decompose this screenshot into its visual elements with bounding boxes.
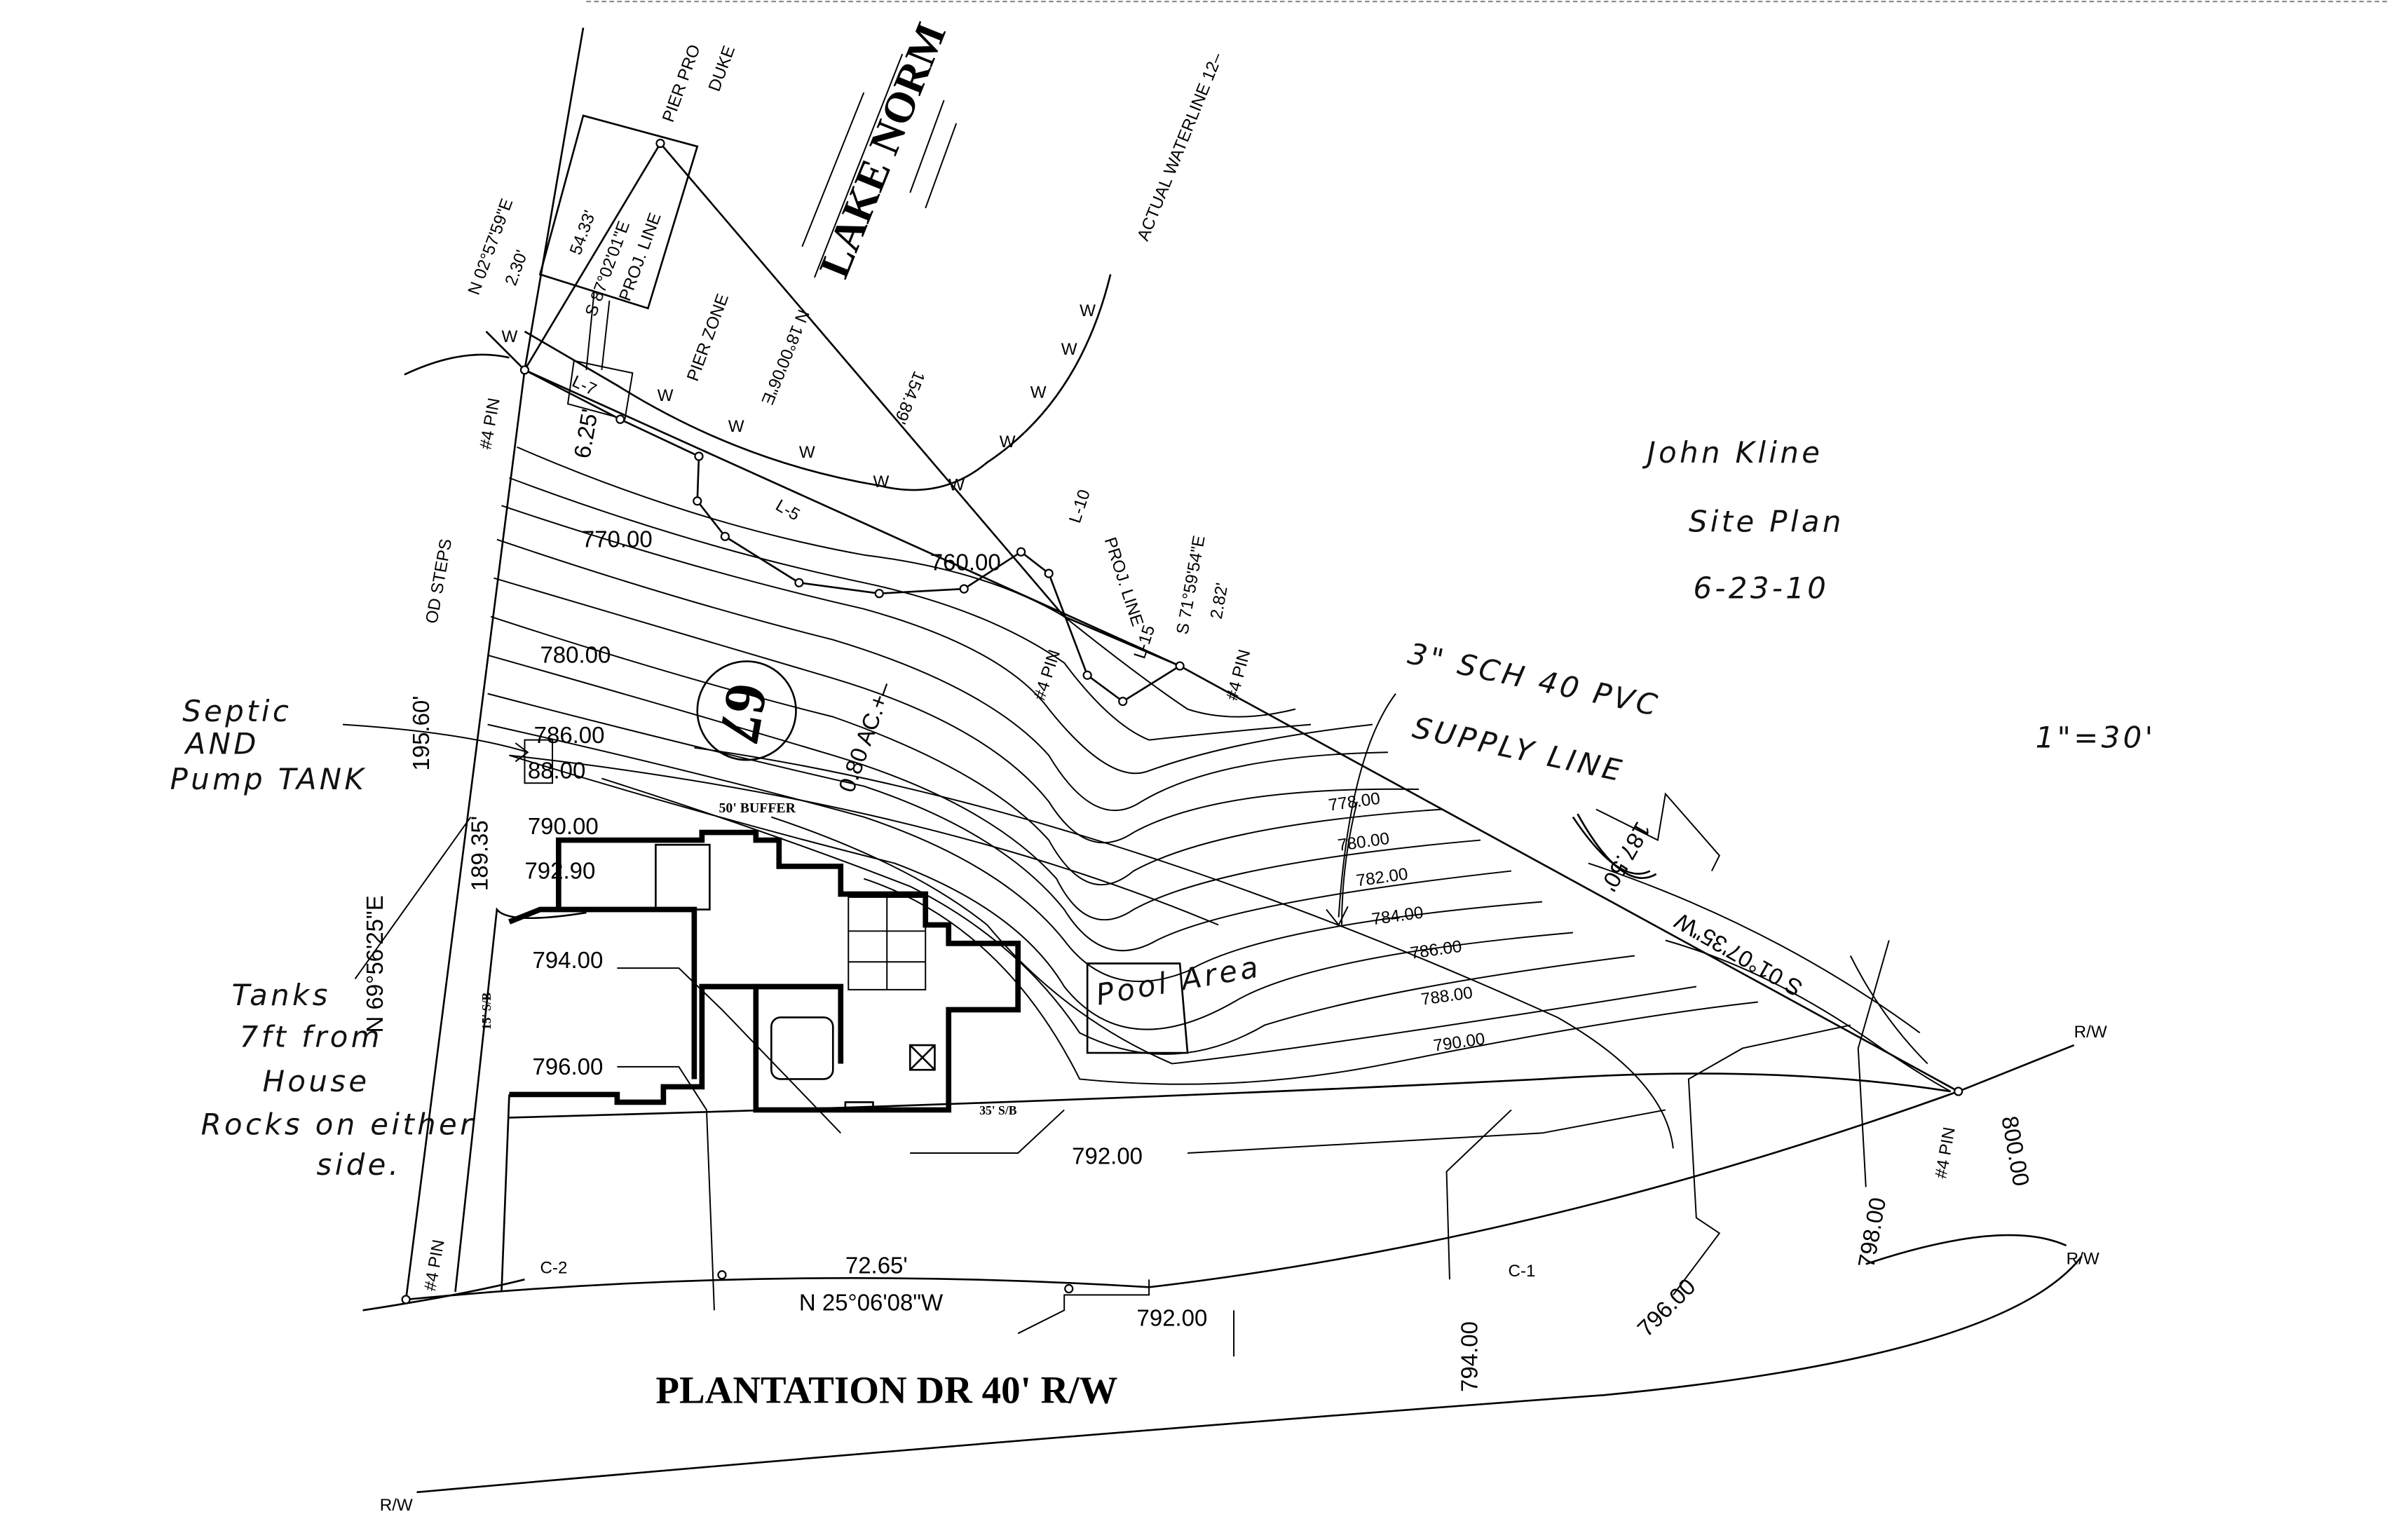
proj-line-label: PROJ. LINE [1101, 535, 1147, 629]
svg-text:W: W [1000, 432, 1016, 451]
line-label: L-10 [1066, 487, 1094, 525]
bearing-label: N 18°00'06"E [757, 307, 812, 408]
septic-note: Septic [182, 694, 292, 728]
contour-label: 792.00 [1072, 1143, 1143, 1168]
tanks-note: House [263, 1064, 370, 1098]
plan-scale: 1"=30' [2036, 721, 2156, 755]
contour-label: 760.00 [930, 550, 1001, 575]
contour-label: 786.00 [1409, 937, 1463, 963]
contour-label: 780.00 [540, 642, 611, 668]
distance-label: 72.65' [845, 1253, 908, 1279]
contour-label: 796.00 [532, 1054, 603, 1079]
labels: PIER PRO DUKE LAKE NORM ACTUAL WATERLINE… [362, 16, 2107, 1515]
lot-number-circle [696, 660, 797, 761]
plan-title: Site Plan [1689, 505, 1844, 539]
distance-label: 2.82' [1207, 582, 1232, 621]
distance-label: 189.35' [467, 816, 493, 891]
pool-note: Pool Area [1094, 949, 1264, 1012]
pin-label: #4 PIN [476, 397, 503, 451]
actual-waterline-label: ACTUAL WATERLINE 12– [1134, 50, 1227, 243]
contour-label: 770.00 [582, 526, 653, 552]
contour-label: 800.00 [1996, 1114, 2034, 1188]
tanks-leader [354, 817, 472, 980]
duke-label: DUKE [705, 43, 739, 94]
pin-label: #4 PIN [1223, 648, 1254, 702]
distance-label: 2.30' [502, 247, 532, 288]
contour-label: 782.00 [1355, 864, 1409, 890]
pier-pro-label: PIER PRO [659, 42, 705, 125]
contour-label: 792.90 [524, 858, 595, 884]
contour-label: 88.00 [528, 758, 586, 784]
contour-label: 792.00 [1137, 1304, 1208, 1330]
tanks-note: 7ft from [240, 1019, 383, 1054]
right-of-way-label: R/W [2074, 1023, 2107, 1042]
octagon-feature [655, 843, 711, 911]
pin-label: #4 PIN [421, 1238, 448, 1293]
steps-label: OD STEPS [422, 538, 456, 625]
lot-number: 67 [706, 679, 780, 747]
line-label: C-2 [540, 1259, 567, 1278]
line-label: L-5 [772, 496, 803, 525]
svg-text:W: W [1080, 301, 1096, 320]
contour-label: 786.00 [534, 722, 605, 748]
traverse-lines [401, 138, 1963, 1304]
pin-label: #4 PIN [1030, 648, 1065, 703]
pvc-arrow [1326, 693, 1396, 927]
distance-label: 54.33' [566, 208, 600, 257]
septic-note: Pump TANK [170, 762, 367, 796]
right-of-way-label: R/W [2067, 1249, 2099, 1268]
contour-label: 778.00 [1328, 789, 1382, 815]
pvc-note: SUPPLY LINE [1410, 710, 1628, 789]
property-lines [362, 27, 2083, 1494]
pin-label: #4 PIN [1931, 1126, 1959, 1180]
bearing-label: N 25°06'08"W [799, 1289, 943, 1315]
bearing-label: S 71°59'54"E [1173, 534, 1209, 636]
plan-date: 6-23-10 [1693, 571, 1829, 605]
distance-label: 154.89' [890, 369, 928, 427]
tanks-note: side. [317, 1147, 402, 1182]
svg-text:W: W [948, 475, 965, 494]
lake-hatch [801, 53, 958, 278]
svg-text:W: W [873, 472, 889, 491]
septic-tank [524, 739, 554, 784]
waterline [404, 274, 1112, 491]
svg-text:W: W [1061, 340, 1077, 359]
setback-label: 15' S/B [479, 993, 494, 1030]
contour-label: 790.00 [1432, 1030, 1486, 1056]
contour-label: 784.00 [1370, 903, 1424, 929]
curve-arc [1577, 813, 1657, 879]
right-of-way-label: R/W [380, 1496, 413, 1515]
road-name: PLANTATION DR 40' R/W [655, 1368, 1117, 1411]
svg-text:W: W [501, 327, 517, 346]
septic-note: AND [184, 726, 259, 761]
svg-text:W: W [1030, 383, 1047, 402]
setback-label: 35' S/B [979, 1103, 1017, 1117]
owner-name: John Kline [1642, 435, 1823, 470]
svg-text:W: W [799, 443, 815, 462]
waterline-markers: W W W W W W W W W W [501, 301, 1096, 495]
lake-name: LAKE NORM [810, 16, 955, 284]
octagon-feature [770, 1016, 834, 1080]
contour-label: 794.00 [532, 947, 603, 973]
house-footprint [508, 829, 1021, 1113]
contour-leaders [617, 792, 1890, 1357]
pier-projection-box [538, 114, 699, 421]
contour-label: 794.00 [1457, 1321, 1483, 1392]
contour-label: 796.00 [1632, 1273, 1700, 1341]
contour-lines [487, 446, 1952, 1149]
pvc-note: 3" SCH 40 PVC [1405, 636, 1663, 723]
distance-label: 6.25' [569, 407, 603, 461]
pier-zone-label: PIER ZONE [683, 292, 733, 384]
svg-text:W: W [658, 386, 674, 405]
tanks-note: Tanks [232, 978, 331, 1012]
buffer-label: 50' BUFFER [719, 800, 796, 816]
contour-label: 790.00 [528, 813, 599, 839]
tanks-note: Rocks on either [201, 1108, 475, 1142]
septic-arrow [342, 723, 529, 763]
line-label: C-1 [1509, 1262, 1536, 1281]
pool-area-box [1086, 962, 1189, 1054]
svg-text:W: W [728, 417, 744, 436]
